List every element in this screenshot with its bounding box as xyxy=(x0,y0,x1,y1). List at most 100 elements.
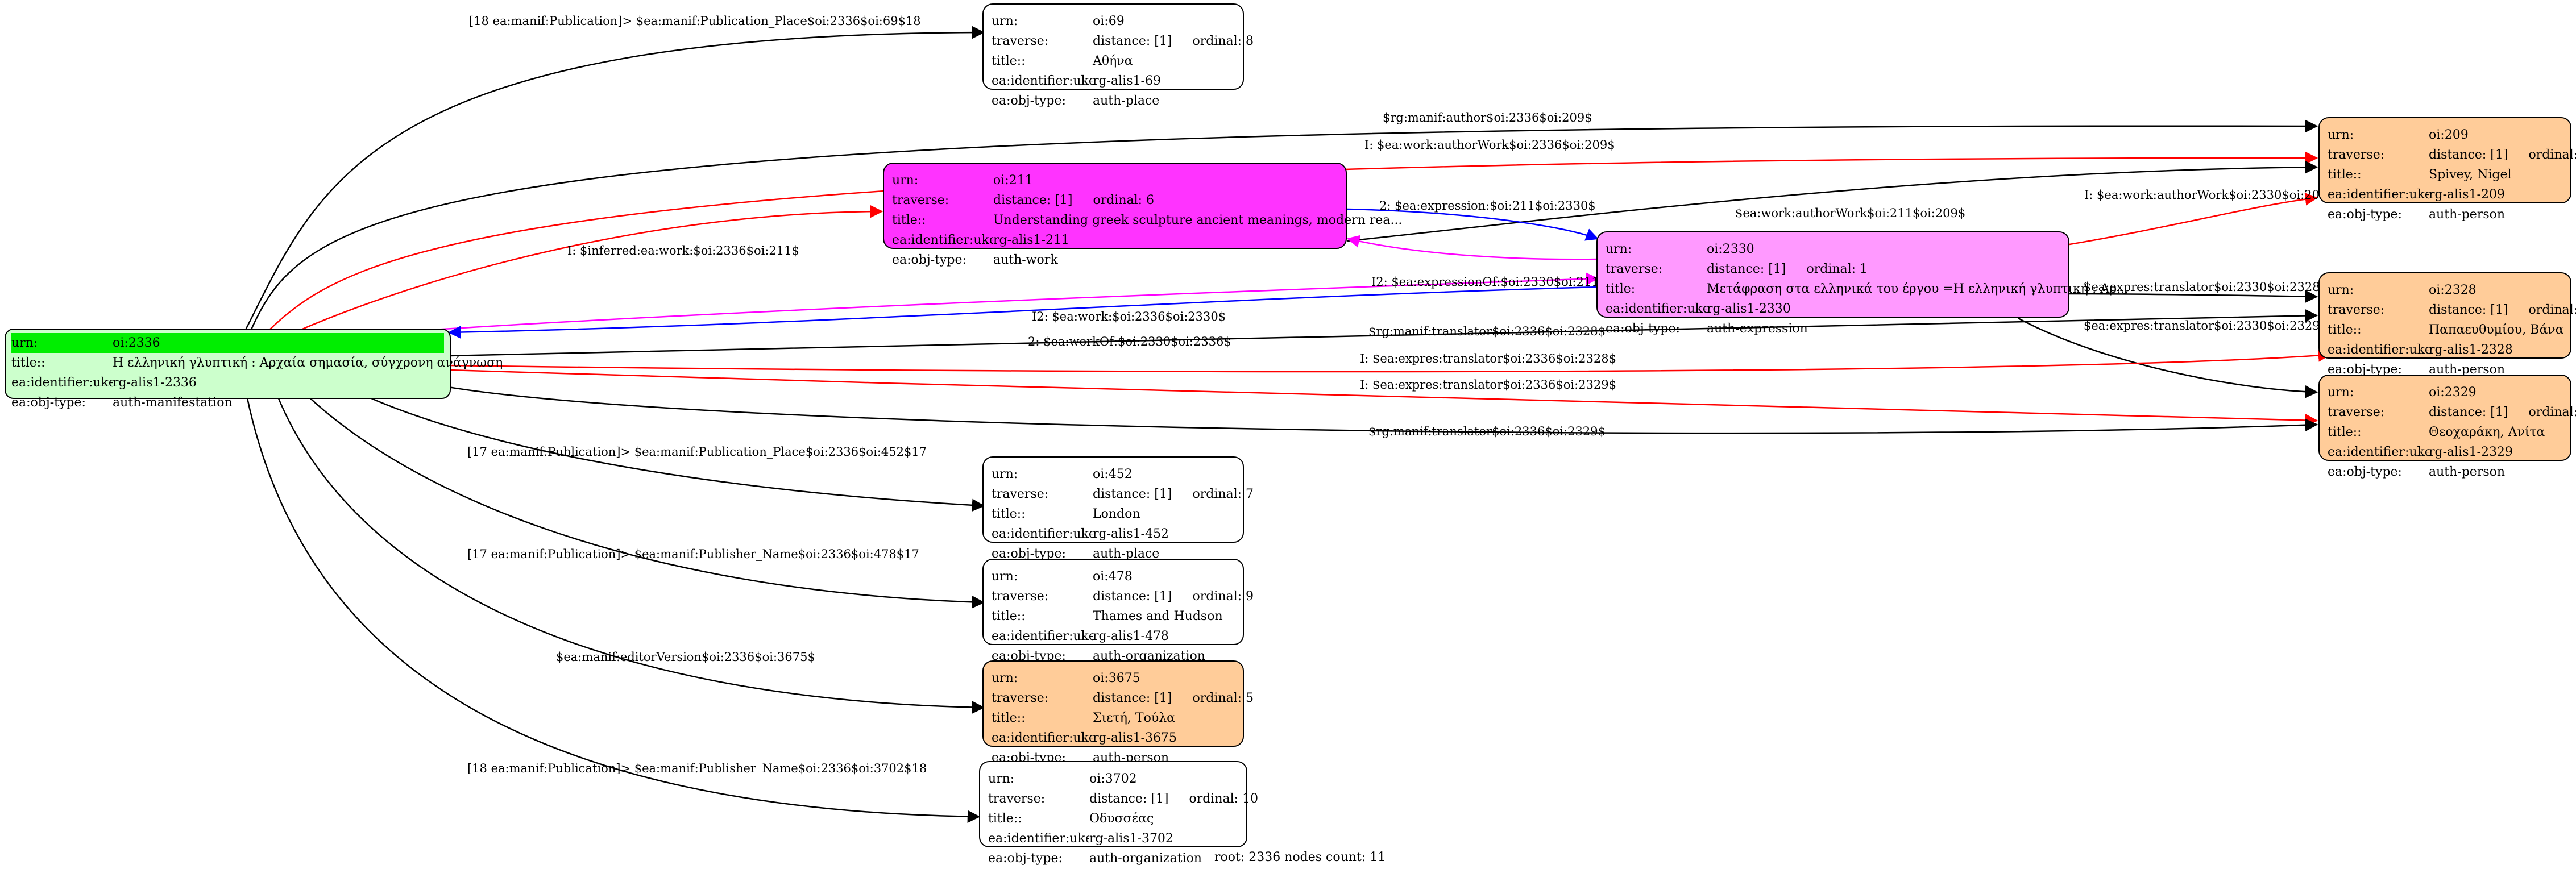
node-oi-3702[interactable]: urn:oi:3702 traverse:distance: [1]ordina… xyxy=(979,761,1258,866)
node-row-traverse: traverse:distance: [1]ordinal: 3 xyxy=(2328,405,2576,419)
node-row-title: title::Αθήνα xyxy=(992,54,1133,68)
edge-label: $ea:work:authorWork$oi:211$oi:209$ xyxy=(1735,206,1965,220)
edge-2330-2329 xyxy=(2018,317,2318,398)
edge-root-2329-inferred xyxy=(449,369,2318,427)
node-row-traverse: traverse:distance: [1]ordinal: 4 xyxy=(2328,303,2576,317)
node-row-title: title::Thames and Hudson xyxy=(992,609,1223,623)
node-row-urn: urn:oi:69 xyxy=(992,14,1125,28)
node-row-urn: urn:oi:211 xyxy=(892,173,1033,188)
edge-label: 2: $ea:expression:$oi:211$oi:2330$ xyxy=(1379,199,1596,213)
edge-root-3675 xyxy=(272,384,985,714)
node-oi-211[interactable]: urn:oi:211 traverse:distance: [1]ordinal… xyxy=(883,163,1403,267)
edge-2330-211 xyxy=(1346,235,1598,260)
edge-label: [18 ea:manif:Publication]> $ea:manif:Pub… xyxy=(469,14,921,28)
node-row-urn: urn:oi:3702 xyxy=(988,772,1137,786)
edge-label: [17 ea:manif:Publication]> $ea:manif:Pub… xyxy=(467,445,927,459)
node-row-title: title::London xyxy=(992,507,1140,521)
node-row-objtype: ea:obj-type:auth-organization xyxy=(988,851,1202,866)
edge-label: $ea:expres:translator$oi:2330$oi:2329$ xyxy=(2084,319,2328,332)
node-row-title: title::Οδυσσέας xyxy=(988,812,1154,826)
edge-label: I2: $ea:expressionOf:$oi:2330$oi:211$ xyxy=(1371,275,1607,289)
edge-root-2330 xyxy=(397,272,1599,333)
node-row-urn: urn:oi:3675 xyxy=(992,671,1140,685)
node-row-objtype: ea:obj-type:auth-manifestation xyxy=(11,396,233,410)
node-oi-69[interactable]: urn:oi:69 traverse:distance: [1]ordinal:… xyxy=(982,3,1254,108)
node-row-objtype: ea:obj-type:auth-person xyxy=(2328,363,2506,377)
edge-2330-2328 xyxy=(2069,290,2318,303)
node-row-title: title:Μετάφραση στα ελληνικά του έργου =… xyxy=(1606,282,2129,296)
node-row-objtype: ea:obj-type:auth-person xyxy=(2328,207,2506,222)
node-oi-3675[interactable]: urn:oi:3675 traverse:distance: [1]ordina… xyxy=(982,660,1254,765)
edge-label: [18 ea:manif:Publication]> $ea:manif:Pub… xyxy=(467,762,927,775)
edge-2330-root xyxy=(447,286,1598,339)
node-row-title: title::Spivey, Nigel xyxy=(2328,168,2512,182)
edge-label: [17 ea:manif:Publication]> $ea:manif:Pub… xyxy=(467,547,919,561)
node-row-title: title::Σιετή, Τούλα xyxy=(992,711,1176,725)
edge-label: I: $ea:work:authorWork$oi:2336$oi:209$ xyxy=(1364,138,1615,152)
node-row-traverse: traverse:distance: [1]ordinal: 8 xyxy=(992,34,1254,48)
node-oi-452[interactable]: urn:oi:452 traverse:distance: [1]ordinal… xyxy=(982,456,1254,561)
edge-label: $ea:expres:translator$oi:2330$oi:2328$ xyxy=(2084,280,2328,294)
node-row-traverse: traverse:distance: [1]ordinal: 5 xyxy=(992,691,1254,705)
node-oi-209[interactable]: urn:oi:209 traverse:distance: [1]ordinal… xyxy=(2318,117,2576,222)
node-oi-478[interactable]: urn:oi:478 traverse:distance: [1]ordinal… xyxy=(982,559,1254,663)
node-row-traverse: traverse:distance: [1]ordinal: 6 xyxy=(892,193,1155,207)
edge-label: $rg:manif:author$oi:2336$oi:209$ xyxy=(1383,111,1592,124)
node-oi-2330[interactable]: urn:oi:2330 traverse:distance: [1]ordina… xyxy=(1596,231,2129,336)
edge-label: $rg:manif:translator$oi:2336$oi:2328$ xyxy=(1368,325,1606,338)
node-row-traverse: traverse:distance: [1]ordinal: 1 xyxy=(1606,262,1868,276)
node-row-traverse: traverse:distance: [1]ordinal: 7 xyxy=(992,487,1254,501)
edge-root-2328-inferred xyxy=(449,349,2332,373)
edge-label: 2: $ea:workOf:$oi:2330$oi:2336$ xyxy=(1028,335,1231,348)
node-row-urn: urn:oi:2329 xyxy=(2328,385,2477,400)
node-row-traverse: traverse:distance: [1]ordinal: 9 xyxy=(992,589,1254,604)
edge-211-2330 xyxy=(1347,208,1599,241)
edge-label: I: $ea:expres:translator$oi:2336$oi:2328… xyxy=(1360,352,1616,365)
edge-root-209-author xyxy=(249,119,2318,332)
node-row-title: title::Παπαευθυμίου, Βάνα xyxy=(2328,323,2564,337)
node-row-objtype: ea:obj-type:auth-person xyxy=(2328,465,2506,479)
node-row-urn: urn:oi:2336 xyxy=(11,333,444,353)
edge-label: I: $inferred:ea:work:$oi:2336$oi:211$ xyxy=(567,244,799,257)
edge-label: I: $ea:work:authorWork$oi:2330$oi:209$ xyxy=(2084,188,2335,202)
edge-root-211 xyxy=(295,205,883,333)
edge-label: I: $ea:expres:translator$oi:2336$oi:2329… xyxy=(1360,378,1616,392)
node-root-2336[interactable]: urn:oi:2336 title::Η ελληνική γλυπτική :… xyxy=(5,329,503,410)
node-row-urn: urn:oi:209 xyxy=(2328,128,2469,142)
edge-root-69 xyxy=(243,26,985,332)
edge-label: $ea:manif:editorVersion$oi:2336$oi:3675$ xyxy=(556,650,815,664)
node-row-title: title::Understanding greek sculpture anc… xyxy=(892,213,1403,227)
node-row-urn: urn:oi:2328 xyxy=(2328,283,2477,297)
edge-root-209-inferred xyxy=(267,151,2318,332)
node-row-objtype: ea:obj-type:auth-place xyxy=(992,547,1160,561)
edge-root-3702 xyxy=(243,384,981,823)
node-row-urn: urn:oi:452 xyxy=(992,467,1133,481)
node-row-traverse: traverse:distance: [1]ordinal: 2 xyxy=(2328,148,2576,162)
node-row-urn: urn:oi:2330 xyxy=(1606,242,1754,256)
graph-footer: root: 2336 nodes count: 11 xyxy=(1214,850,1386,864)
node-row-objtype: ea:obj-type:auth-work xyxy=(892,253,1058,267)
node-oi-2329[interactable]: urn:oi:2329 traverse:distance: [1]ordina… xyxy=(2318,375,2576,479)
edge-label: $rg:manif:translator$oi:2336$oi:2329$ xyxy=(1368,425,1606,438)
edge-211-209 xyxy=(1347,160,2318,242)
node-row-objtype: ea:obj-type:auth-expression xyxy=(1606,322,1808,336)
edge-label: I2: $ea:work:$oi:2336$oi:2330$ xyxy=(1032,310,1226,323)
node-oi-2328[interactable]: urn:oi:2328 traverse:distance: [1]ordina… xyxy=(2318,272,2576,377)
edge-root-478 xyxy=(295,384,985,609)
node-row-title: title::Θεοχαράκη, Ανίτα xyxy=(2328,425,2545,439)
edge-root-452 xyxy=(341,383,985,512)
edge-root-2329-translator xyxy=(432,383,2318,434)
node-row-objtype: ea:obj-type:auth-place xyxy=(992,94,1160,108)
node-row-title: title::Η ελληνική γλυπτική : Αρχαία σημα… xyxy=(11,356,503,370)
